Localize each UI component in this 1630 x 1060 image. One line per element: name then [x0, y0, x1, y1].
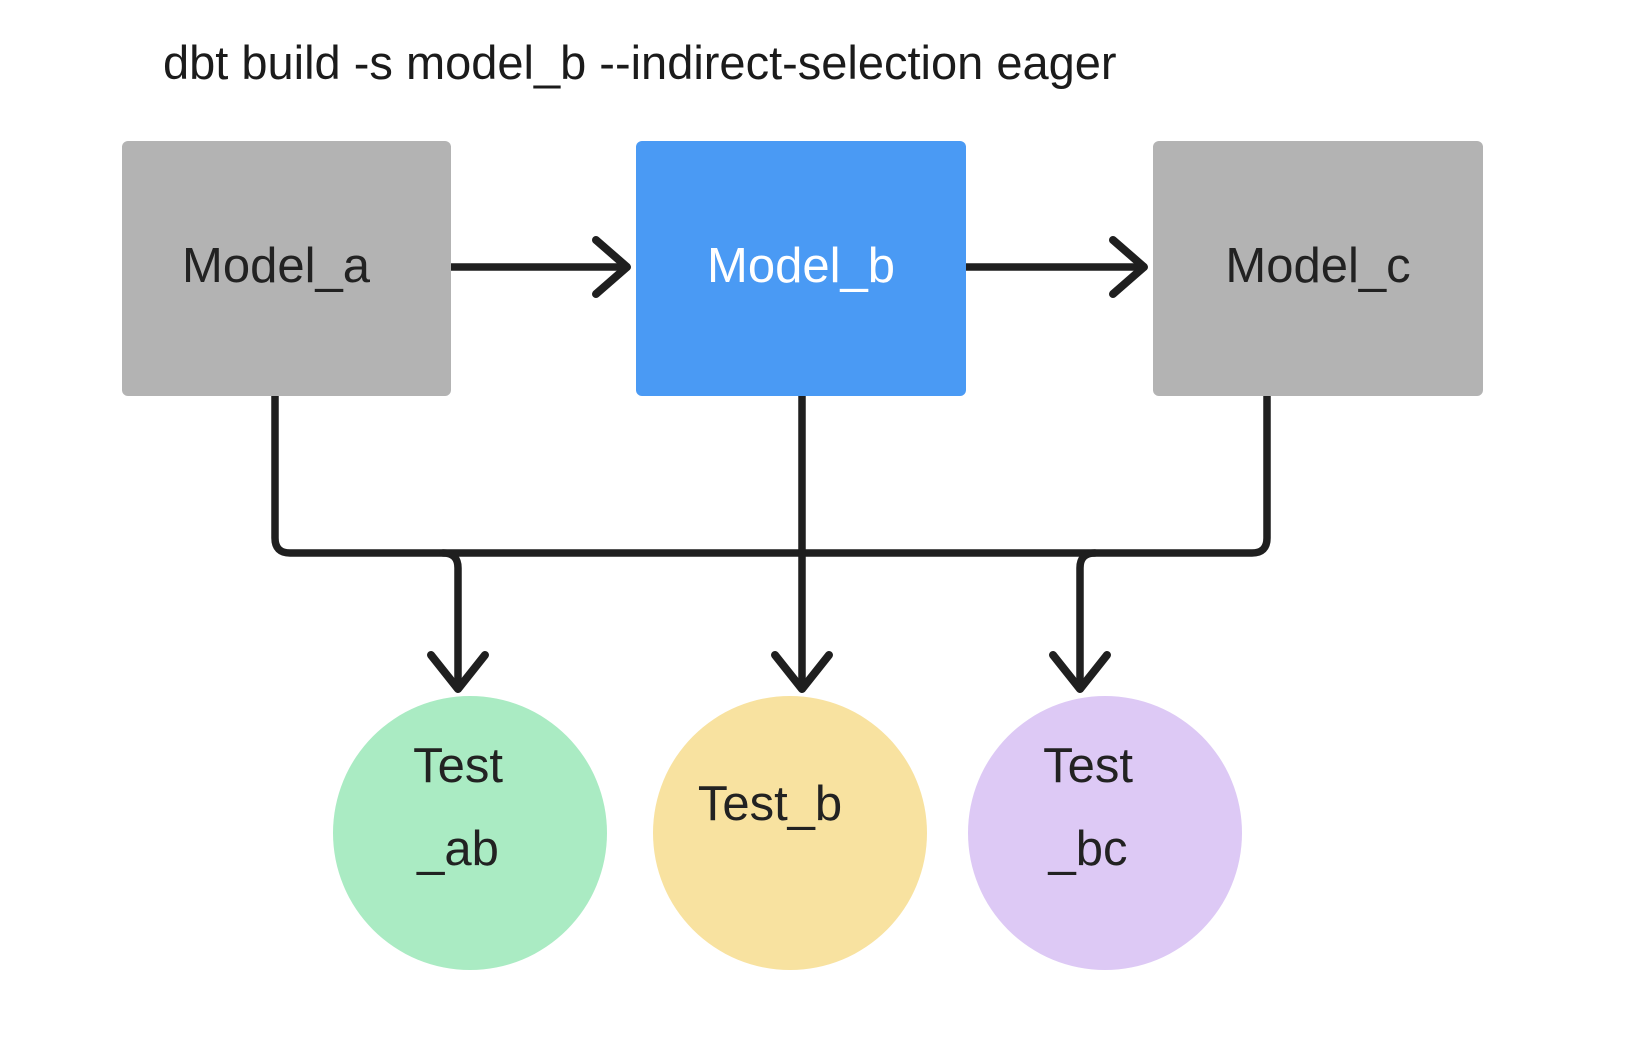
edge-bus-to-test-bc [1076, 549, 1099, 684]
model-a-rect[interactable] [122, 141, 451, 396]
model-a-label: Model_a [182, 239, 371, 293]
model-c-rect[interactable] [1153, 141, 1483, 396]
diagram-title: dbt build -s model_b --indirect-selectio… [163, 36, 1117, 89]
edge-layer [271, 236, 1271, 693]
node-test-bc[interactable]: Test _bc [968, 696, 1242, 970]
model-c-label: Model_c [1225, 239, 1410, 293]
edge-horizontal-bus [271, 392, 1271, 557]
test-ab-circle[interactable] [333, 696, 607, 970]
arrowhead-test-bc [1049, 651, 1111, 693]
node-model-c[interactable]: Model_c [1153, 141, 1483, 396]
edge-bus-to-test-ab [439, 549, 462, 684]
node-test-b[interactable]: Test_b [653, 696, 927, 970]
test-b-circle[interactable] [653, 696, 927, 970]
arrowhead-model-c [1109, 236, 1148, 298]
arrowhead-test-ab [427, 651, 489, 693]
test-ab-label-line2: _ab [416, 822, 499, 876]
node-test-ab[interactable]: Test _ab [333, 696, 607, 970]
model-b-label: Model_b [707, 239, 895, 293]
node-model-b[interactable]: Model_b [636, 141, 966, 396]
test-bc-label-line1: Test [1043, 739, 1133, 793]
model-b-rect[interactable] [636, 141, 966, 396]
test-ab-label-line1: Test [413, 739, 503, 793]
arrowhead-test-b [771, 651, 833, 693]
test-b-label-line1: Test_b [698, 777, 842, 831]
test-bc-circle[interactable] [968, 696, 1242, 970]
node-model-a[interactable]: Model_a [122, 141, 451, 396]
arrowhead-model-b [592, 236, 631, 298]
test-bc-label-line2: _bc [1047, 822, 1127, 876]
